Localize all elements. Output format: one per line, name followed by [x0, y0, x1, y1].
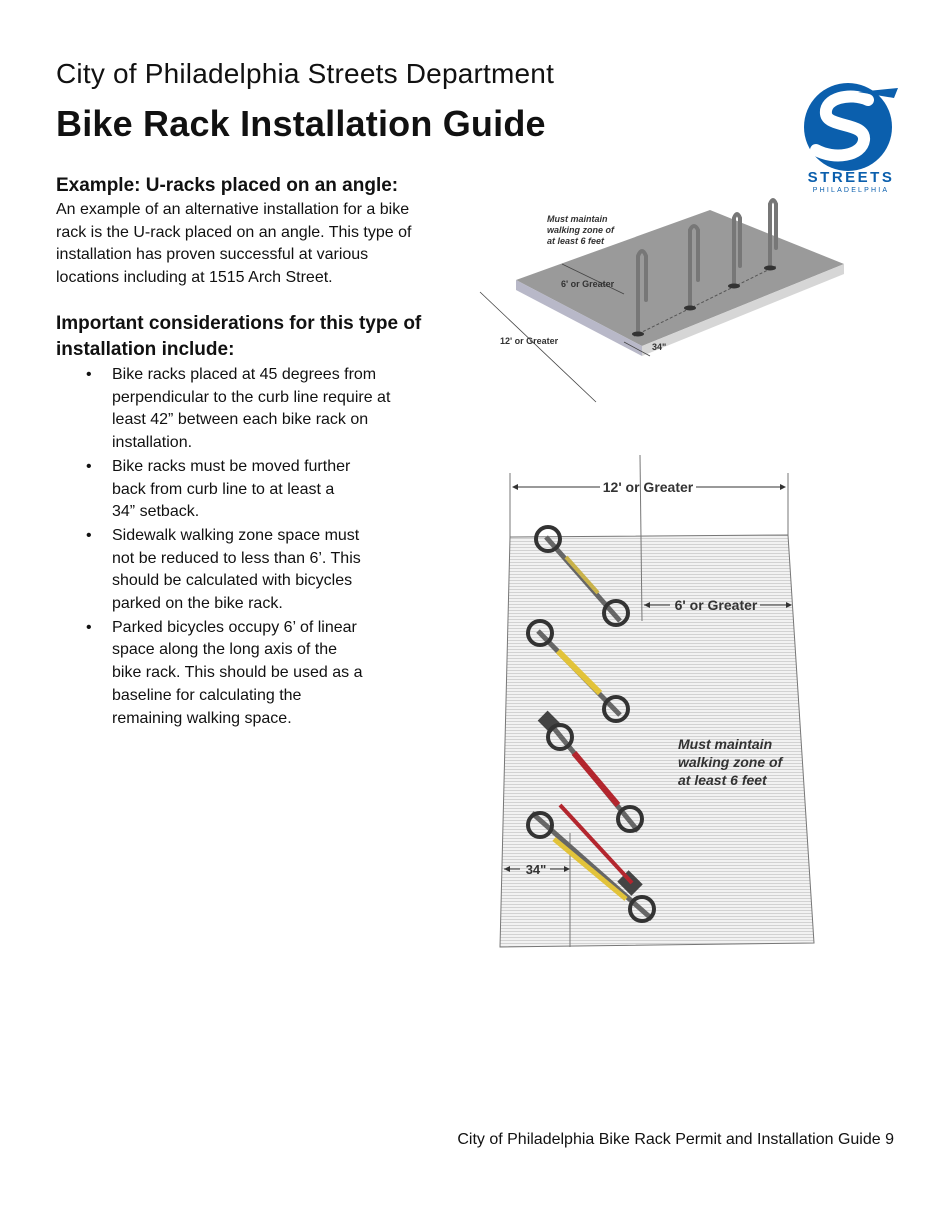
logo-subword: PHILADELPHIA [813, 187, 890, 194]
department-name: City of Philadelphia Streets Department [56, 58, 555, 89]
bicycle-2 [526, 619, 630, 723]
streets-philadelphia-logo: STREETS PHILADELPHIA [804, 83, 898, 194]
example-paragraph: An example of an alternative installatio… [56, 199, 446, 290]
example-line: installation has proven successful at va… [56, 246, 369, 264]
logo-word: STREETS [808, 169, 895, 186]
angled-rack-isometric-diagram: Must maintain walking zone of at least 6… [479, 198, 844, 403]
considerations-heading: Important considerations for this type o… [56, 313, 422, 360]
page-footer: City of Philadelphia Bike Rack Permit an… [457, 1131, 894, 1148]
example-heading: Example: U-racks placed on an angle: [56, 175, 399, 196]
example-line: An example of an alternative installatio… [56, 201, 410, 218]
list-item: • Parked bicycles occupy 6’ of linear sp… [86, 618, 363, 727]
six-ft-label: 6' or Greater [561, 279, 615, 289]
walk-note-line: Must maintain [678, 736, 772, 752]
six-ft-label: 6' or Greater [675, 597, 758, 613]
walk-note-line: at least 6 feet [678, 772, 768, 788]
list-item: • Bike racks placed at 45 degrees from p… [86, 366, 391, 452]
walk-note-line: walking zone of [678, 754, 784, 770]
list-item: • Bike racks must be moved further back … [86, 457, 351, 521]
walk-note-line: at least 6 feet [547, 236, 605, 246]
bullet: • [86, 366, 92, 383]
setback-label: 34" [652, 342, 666, 352]
example-line: locations including at 1515 Arch Street. [56, 269, 333, 287]
bullet: • [86, 618, 92, 636]
angled-rack-plan-diagram: 12' or Greater 6' or Greater Must mainta… [499, 454, 815, 948]
page-title: Bike Rack Installation Guide [56, 103, 546, 144]
twelve-ft-label: 12' or Greater [500, 336, 559, 346]
list-item: • Sidewalk walking zone space must not b… [86, 526, 361, 613]
considerations-list: • Bike racks placed at 45 degrees from p… [56, 364, 396, 731]
walk-note-line: Must maintain [547, 214, 608, 224]
bullet: • [86, 457, 92, 475]
twelve-ft-label: 12' or Greater [603, 479, 694, 495]
bicycle-1 [534, 525, 630, 627]
bicycle-4 [526, 803, 656, 923]
example-line: rack is the U-rack placed on an angle. T… [56, 223, 412, 241]
setback-label: 34" [526, 862, 547, 877]
bullet: • [86, 526, 92, 544]
walk-note-line: walking zone of [547, 225, 615, 235]
bicycle-3 [537, 710, 644, 833]
